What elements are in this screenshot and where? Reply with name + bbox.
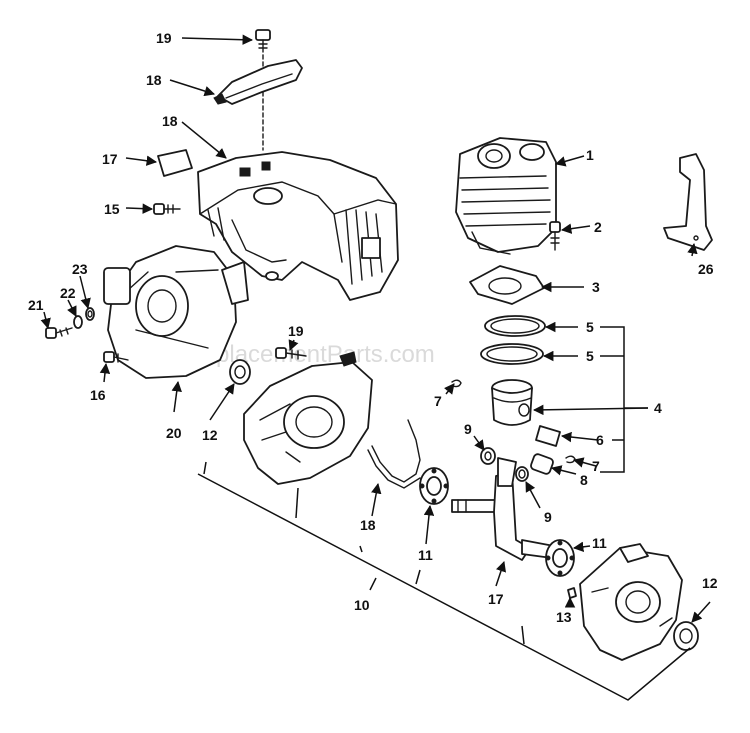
callout-19: 21 <box>28 297 44 313</box>
callout-26: 26 <box>698 261 714 277</box>
callout-11-left: 11 <box>418 547 433 563</box>
leader-lines <box>40 34 711 701</box>
callout-17: 20 <box>166 425 182 441</box>
part-25-screw <box>255 29 271 67</box>
part-9-washer-lower <box>515 466 529 482</box>
callout-7-left: 7 <box>434 393 442 409</box>
part-12-oil-seal-left <box>229 359 251 385</box>
callout-labels: 19 18 18 17 15 23 22 21 16 20 12 19 1 2 … <box>28 30 718 625</box>
part-11-bearing-right <box>545 539 575 577</box>
callout-6: 6 <box>596 432 604 448</box>
part-4-piston <box>491 379 533 426</box>
callout-14: 17 <box>488 591 504 607</box>
part-23-top-cover <box>197 151 399 301</box>
part-18-screw-upper <box>153 203 181 215</box>
callout-23: 18 <box>162 113 178 129</box>
part-8-needle-bearing <box>530 453 554 475</box>
callout-7-right: 7 <box>592 458 600 474</box>
callout-13: 13 <box>556 609 572 625</box>
part-1-cylinder <box>455 137 557 255</box>
callout-18-lower: 16 <box>90 387 106 403</box>
callout-5-lower: 5 <box>586 348 594 364</box>
part-13-key <box>567 587 577 599</box>
part-9-washer-upper <box>480 447 496 465</box>
callout-16: 19 <box>288 323 304 339</box>
part-18-screw-lower <box>103 351 129 363</box>
callout-1: 1 <box>586 147 594 163</box>
part-15-crankcase-gasket <box>367 419 421 489</box>
part-3-gasket <box>469 265 545 305</box>
callout-11-right: 11 <box>592 535 607 551</box>
part-21-washer <box>85 307 95 321</box>
part-7-circlip-left <box>451 379 462 388</box>
callout-18-upper: 15 <box>104 201 120 217</box>
part-22-pad <box>157 149 193 177</box>
callout-4: 4 <box>654 400 662 416</box>
callout-24: 18 <box>146 72 162 88</box>
callout-15: 18 <box>360 517 376 533</box>
callout-21: 23 <box>72 261 88 277</box>
callout-20: 22 <box>60 285 76 301</box>
part-6-piston-pin <box>535 425 561 447</box>
part-14-crankshaft <box>451 457 555 561</box>
callout-3: 3 <box>592 279 600 295</box>
callout-5-upper: 5 <box>586 319 594 335</box>
callout-9-lower: 9 <box>544 509 552 525</box>
part-12-oil-seal-right <box>673 621 699 651</box>
part-7-circlip-right <box>565 455 576 464</box>
part-2-bolt <box>549 221 561 251</box>
callout-10: 10 <box>354 597 370 613</box>
part-crankcase-right-half <box>579 543 683 661</box>
part-24-cover-plate <box>213 59 303 151</box>
callout-9-upper: 9 <box>464 421 472 437</box>
callout-25: 19 <box>156 30 172 46</box>
callout-2: 2 <box>594 219 602 235</box>
callout-22: 17 <box>102 151 118 167</box>
part-crankcase-left-half <box>243 351 373 485</box>
part-5-piston-ring-lower <box>480 343 544 365</box>
callout-8: 8 <box>580 472 588 488</box>
part-26-bracket <box>663 153 713 251</box>
part-19-bolt <box>45 327 73 339</box>
part-5-piston-ring-upper <box>484 315 546 337</box>
part-17-fan-housing <box>103 245 249 379</box>
part-11-bearing-left <box>419 467 449 505</box>
callout-12-right: 12 <box>702 575 718 591</box>
part-16-screw <box>275 347 307 360</box>
callout-12-left: 12 <box>202 427 218 443</box>
part-20-washer <box>73 315 83 329</box>
